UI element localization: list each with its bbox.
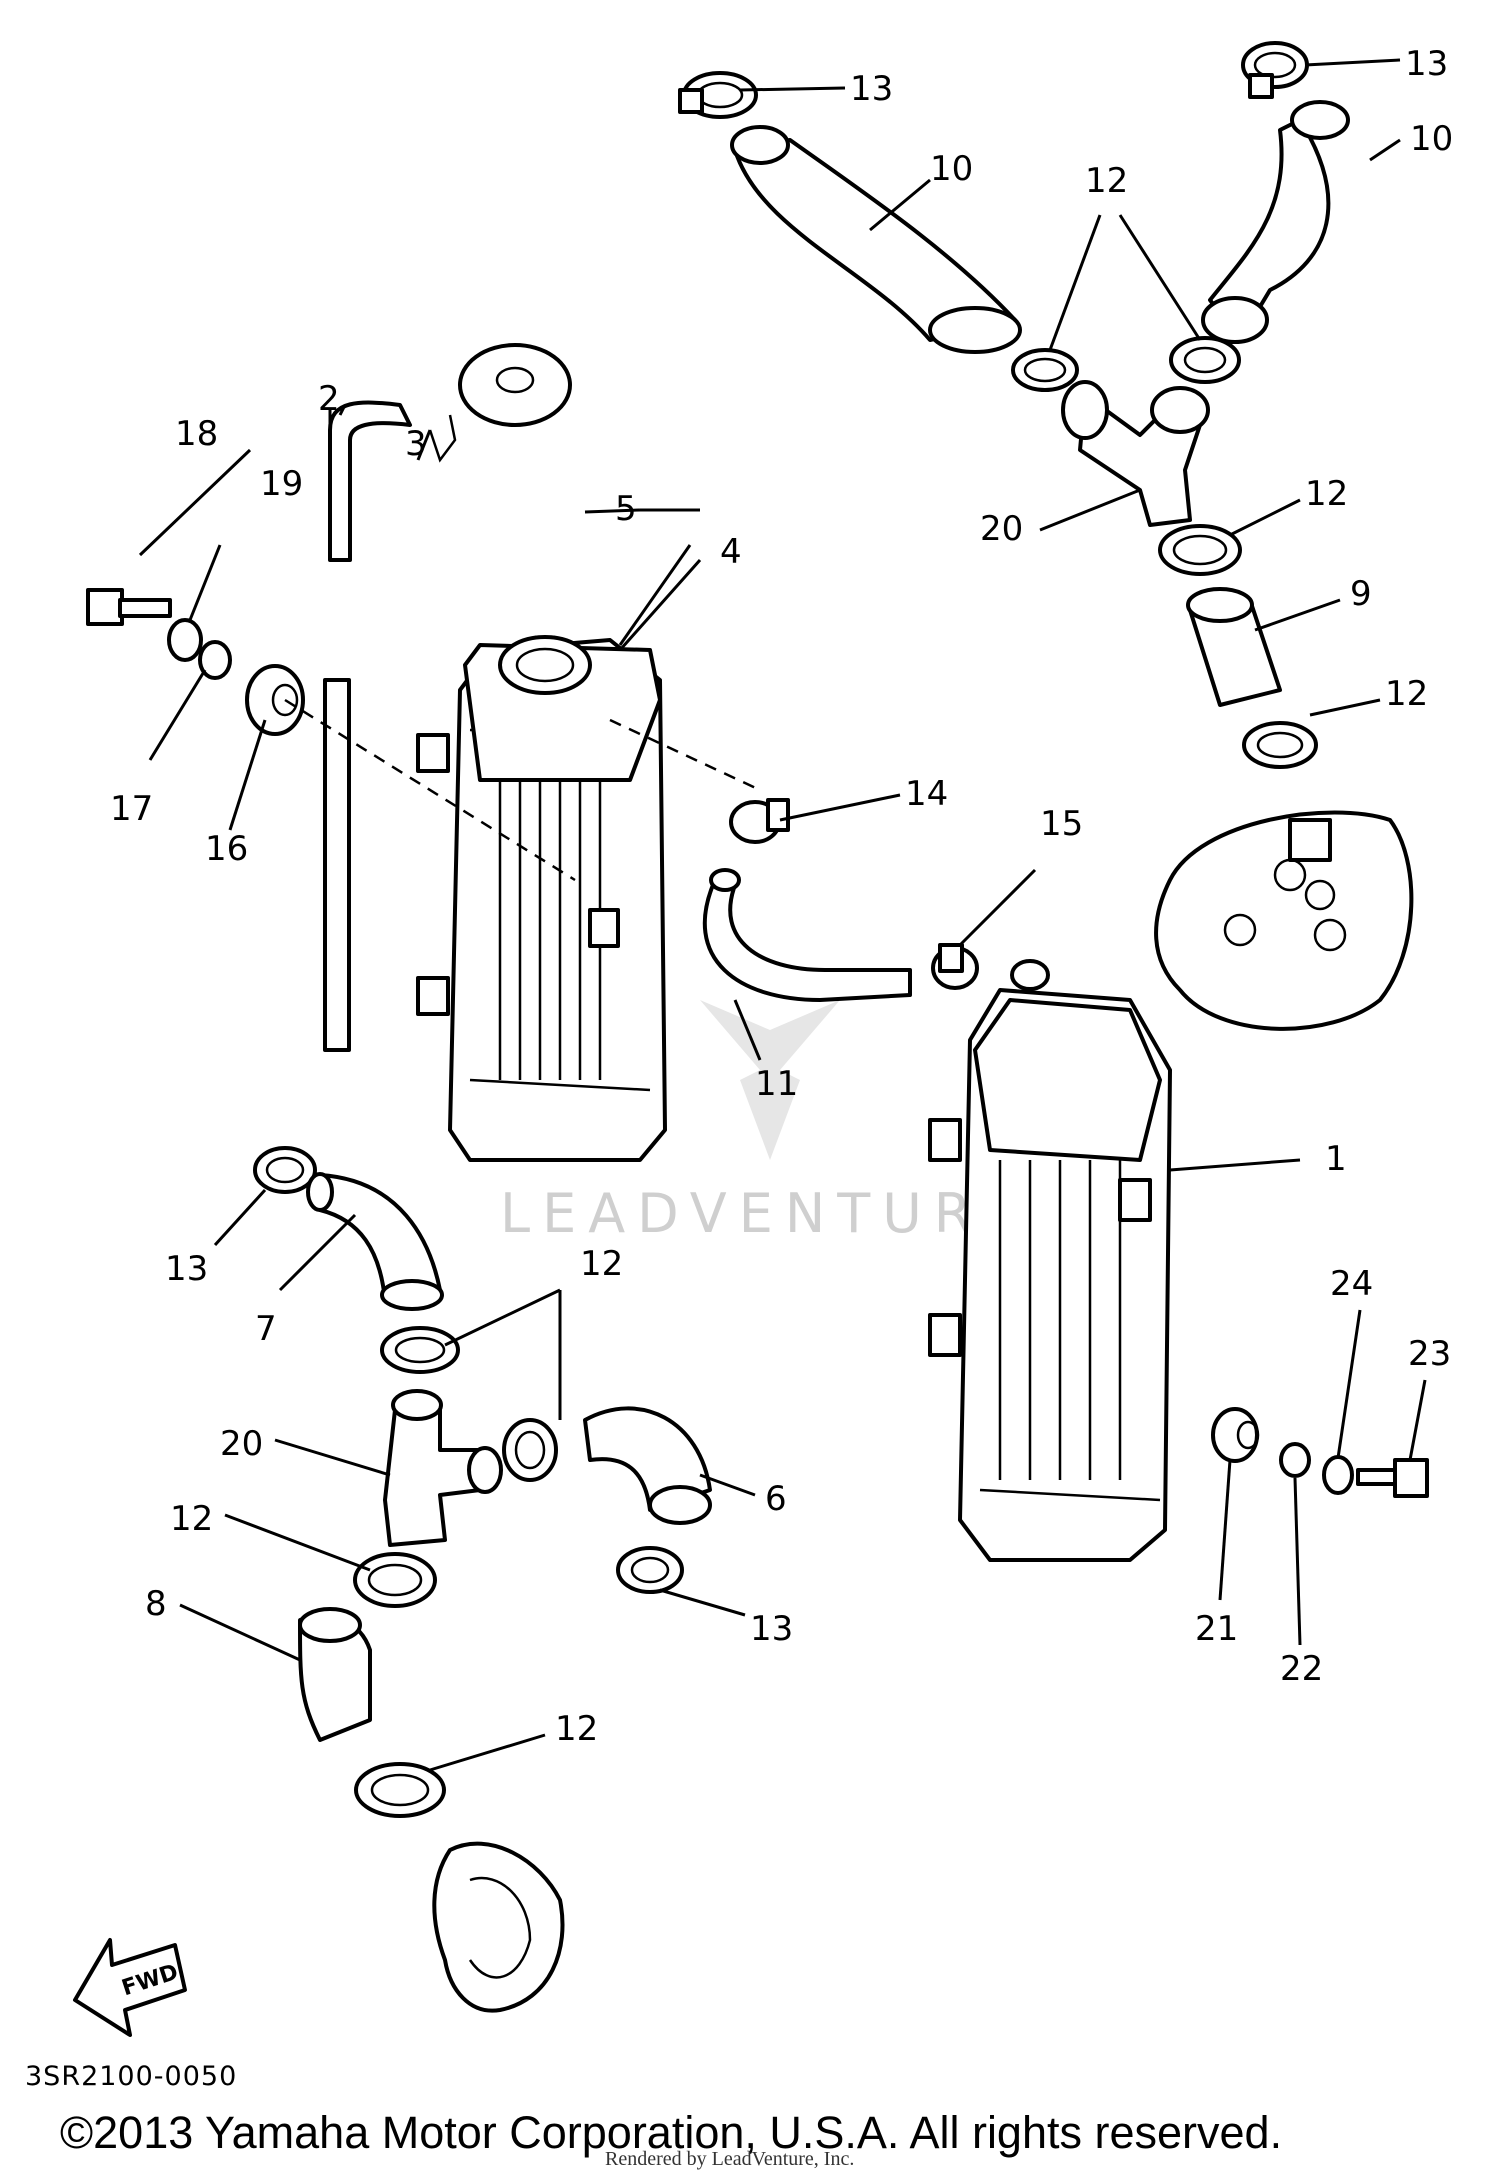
callout-22: 22 — [1280, 1649, 1323, 1689]
callout-10-right: 10 — [1410, 119, 1453, 159]
bolt-18 — [86, 588, 172, 626]
callout-12-upper-top: 12 — [1085, 161, 1128, 201]
collar-17 — [198, 640, 232, 680]
hose-clamp-12-lower-c — [353, 1552, 437, 1608]
grommet-16 — [245, 664, 305, 736]
callout-13-top-left: 13 — [850, 69, 893, 109]
filler-neck — [498, 635, 592, 695]
hose-8 — [298, 1607, 372, 1742]
radiator-cap-5 — [458, 343, 572, 427]
callout-24: 24 — [1330, 1264, 1373, 1304]
callout-10-left: 10 — [930, 149, 973, 189]
radiator-right — [928, 959, 1172, 1562]
hose-clamp-12-upper-c — [1158, 524, 1242, 576]
callout-14: 14 — [905, 774, 948, 814]
hose-clamp-13-top-right — [1241, 41, 1309, 99]
washer-19 — [167, 618, 203, 662]
water-pump-cover-outline — [432, 1841, 565, 2013]
hose-9 — [1186, 587, 1282, 707]
callout-16: 16 — [205, 829, 248, 869]
radiator-hose-10-right — [1201, 100, 1350, 344]
fwd-arrow-icon: FWD — [73, 1938, 187, 2037]
hose-6 — [583, 1406, 712, 1525]
callout-19: 19 — [260, 464, 303, 504]
callout-1: 1 — [1325, 1139, 1347, 1179]
callout-15: 15 — [1040, 804, 1083, 844]
callouts: 1 2 3 4 5 6 7 8 9 10 10 11 12 12 12 12 1… — [110, 44, 1453, 1749]
hose-clamp-14 — [729, 798, 790, 844]
callout-13-lower-right: 13 — [750, 1609, 793, 1649]
callout-20-upper: 20 — [980, 509, 1023, 549]
hose-clamp-13-lower-left — [253, 1146, 317, 1194]
callout-3: 3 — [405, 424, 427, 464]
joint-20-upper — [1061, 380, 1210, 527]
callout-18: 18 — [175, 414, 218, 454]
callout-5: 5 — [615, 489, 637, 529]
hose-clamp-13-lower-right — [616, 1546, 684, 1594]
callout-6: 6 — [765, 1479, 787, 1519]
callout-13-lower-left: 13 — [165, 1249, 208, 1289]
callout-13-top-right: 13 — [1405, 44, 1448, 84]
callout-12-upper-mid: 12 — [1305, 474, 1348, 514]
cylinder-head-outline — [1154, 810, 1414, 1031]
callout-2: 2 — [318, 379, 340, 419]
radiator-hose-10-left — [730, 125, 1022, 354]
collar-22 — [1279, 1442, 1311, 1478]
callout-11: 11 — [755, 1064, 798, 1104]
hose-clamp-12-upper-b — [1169, 336, 1241, 384]
overflow-hose-2 — [323, 400, 412, 1052]
callout-7: 7 — [255, 1309, 277, 1349]
callout-20-lower: 20 — [220, 1424, 263, 1464]
hose-clamp-12-upper-d — [1242, 721, 1318, 769]
callout-4: 4 — [720, 532, 742, 572]
grommet-21 — [1211, 1407, 1260, 1463]
diagram-code: 3SR2100-0050 — [25, 2061, 237, 2092]
leader-lines — [138, 58, 1427, 1772]
callout-12-lower-c: 12 — [555, 1709, 598, 1749]
hose-7 — [306, 1172, 444, 1311]
rendered-by-notice: Rendered by LeadVenture, Inc. — [605, 2148, 854, 2170]
clip-3 — [428, 414, 457, 463]
callout-12-lower-a: 12 — [580, 1244, 623, 1284]
bolt-23 — [1356, 1458, 1429, 1498]
callout-9: 9 — [1350, 574, 1372, 614]
joint-20-lower — [383, 1389, 503, 1547]
callout-21: 21 — [1195, 1609, 1238, 1649]
callout-12-upper-low: 12 — [1385, 674, 1428, 714]
callout-12-lower-b: 12 — [170, 1499, 213, 1539]
hose-clamp-12-lower-a — [380, 1326, 460, 1374]
callout-17: 17 — [110, 789, 153, 829]
hose-11 — [702, 868, 912, 1002]
hose-clamp-12-lower-d — [354, 1762, 446, 1818]
radiator-left — [416, 638, 667, 1162]
svg-text:LEADVENTURE: LEADVENTURE — [500, 1182, 1029, 1245]
leadventure-watermark: LEADVENTURE — [500, 1000, 1029, 1245]
washer-24 — [1322, 1455, 1354, 1495]
callout-8: 8 — [145, 1584, 167, 1624]
hose-clamp-15 — [931, 943, 979, 990]
hose-clamp-12-lower-b — [502, 1418, 558, 1482]
hose-clamp-12-upper-a — [1011, 348, 1079, 392]
hose-clamp-13-top-left — [678, 71, 758, 119]
callout-23: 23 — [1408, 1334, 1451, 1374]
copyright-notice: ©2013 Yamaha Motor Corporation, U.S.A. A… — [60, 2107, 1282, 2158]
dashed-leader-lines — [284, 698, 761, 882]
